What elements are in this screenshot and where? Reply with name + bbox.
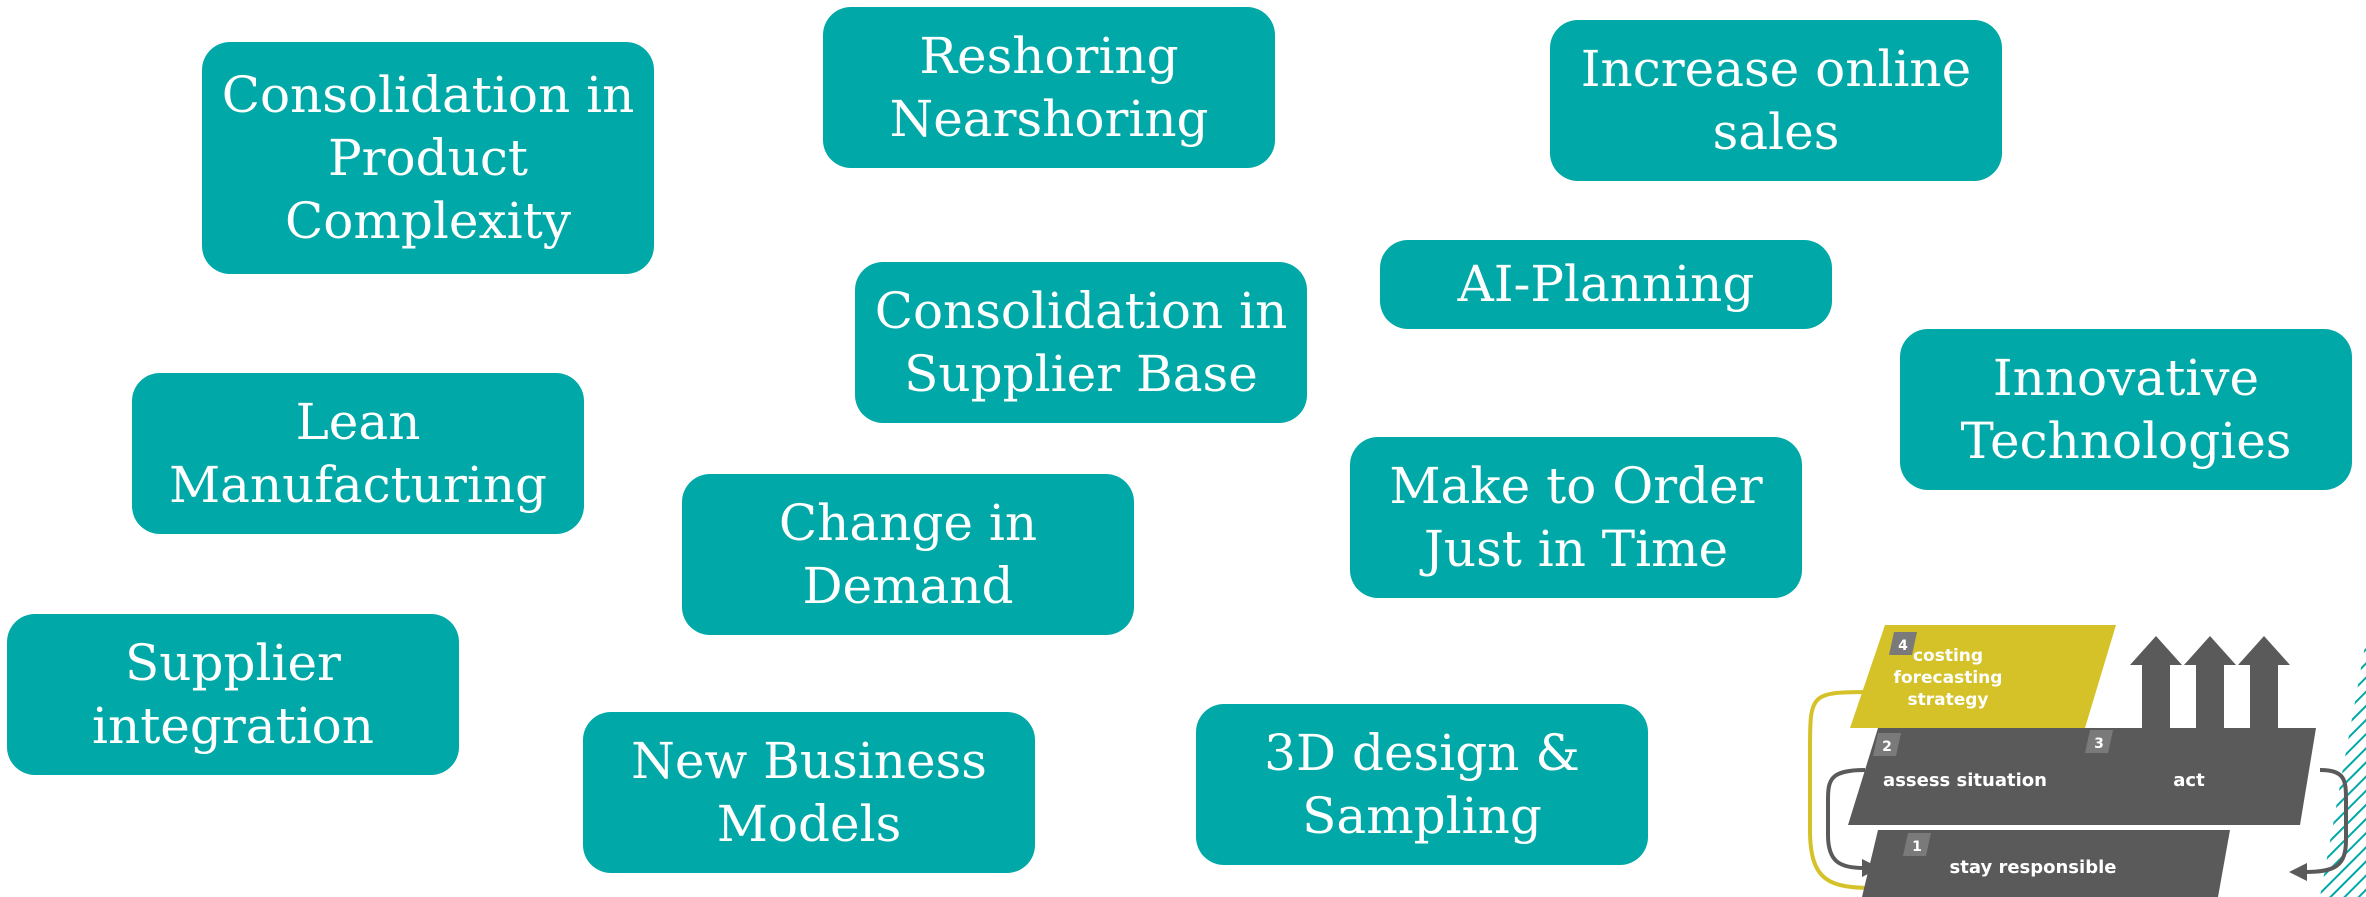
box-line: Complexity — [285, 191, 571, 250]
number-tag-3: 3 — [2085, 730, 2113, 753]
box-line: sales — [1712, 102, 1840, 161]
box-innovative-technologies: Innovative Technologies — [1900, 329, 2352, 490]
box-line: Demand — [802, 556, 1014, 615]
box-line: Models — [716, 794, 902, 853]
svg-text:2: 2 — [1882, 739, 1892, 755]
up-arrows — [2130, 636, 2290, 728]
box-line: Reshoring — [919, 26, 1179, 85]
box-line: Sampling — [1302, 786, 1542, 845]
box-consolidation-supplier-base: Consolidation in Supplier Base — [855, 262, 1307, 423]
box-line: Make to Order — [1389, 456, 1763, 515]
step-3-label: act — [2173, 770, 2205, 791]
process-cycle-graphic: 4 2 3 1 costing forecasting strategy ass… — [1808, 625, 2366, 897]
box-ai-planning: AI-Planning — [1380, 240, 1832, 329]
step-4-shape — [1850, 625, 2116, 728]
step-4-label-line: costing — [1913, 646, 1983, 666]
box-line: Innovative — [1992, 348, 2260, 407]
box-line: 3D design & — [1264, 723, 1580, 782]
box-line: Just in Time — [1423, 519, 1729, 578]
box-change-in-demand: Change in Demand — [682, 474, 1134, 635]
box-line: Nearshoring — [889, 89, 1209, 148]
svg-text:4: 4 — [1898, 638, 1908, 654]
box-reshoring-nearshoring: Reshoring Nearshoring — [823, 7, 1275, 168]
step-4-label-line: strategy — [1907, 690, 1988, 710]
box-line: Change in — [778, 493, 1038, 552]
box-line: Supplier Base — [904, 344, 1258, 403]
box-line: Lean — [295, 392, 421, 451]
box-line: Product — [328, 128, 528, 187]
box-increase-online-sales: Increase online sales — [1550, 20, 2002, 181]
box-3d-design-sampling: 3D design & Sampling — [1196, 704, 1648, 865]
svg-text:1: 1 — [1912, 839, 1922, 855]
number-tag-2: 2 — [1873, 733, 1901, 756]
box-line: Consolidation in — [874, 281, 1288, 340]
box-make-to-order: Make to Order Just in Time — [1350, 437, 1802, 598]
loop-arrow-gray-right — [2304, 768, 2348, 874]
loop-arrow-gray-left — [1826, 768, 1866, 870]
step-2-3-shape — [1848, 728, 2316, 825]
svg-text:3: 3 — [2094, 736, 2104, 752]
box-line: Technologies — [1960, 411, 2292, 470]
box-new-business-models: New Business Models — [583, 712, 1035, 873]
box-consolidation-product-complexity: Consolidation in Product Complexity — [202, 42, 654, 274]
box-line: AI-Planning — [1457, 255, 1755, 313]
box-line: New Business — [631, 731, 987, 790]
step-4-label-line: forecasting — [1894, 668, 2003, 688]
number-tag-1: 1 — [1903, 833, 1931, 856]
box-lean-manufacturing: Lean Manufacturing — [132, 373, 584, 534]
box-line: Supplier — [125, 633, 341, 692]
decorative-hatch — [2320, 640, 2366, 897]
box-line: Manufacturing — [168, 455, 548, 514]
loop-arrow-yellow — [1808, 690, 1876, 890]
box-line: integration — [92, 696, 374, 755]
step-1-shape — [1862, 830, 2230, 897]
number-tag-4: 4 — [1889, 632, 1917, 655]
step-1-label: stay responsible — [1950, 857, 2117, 878]
box-line: Consolidation in — [221, 65, 635, 124]
box-supplier-integration: Supplier integration — [7, 614, 459, 775]
arrowhead-gray-right — [2289, 863, 2307, 881]
step-2-label: assess situation — [1883, 770, 2047, 791]
box-line: Increase online — [1580, 39, 1972, 98]
